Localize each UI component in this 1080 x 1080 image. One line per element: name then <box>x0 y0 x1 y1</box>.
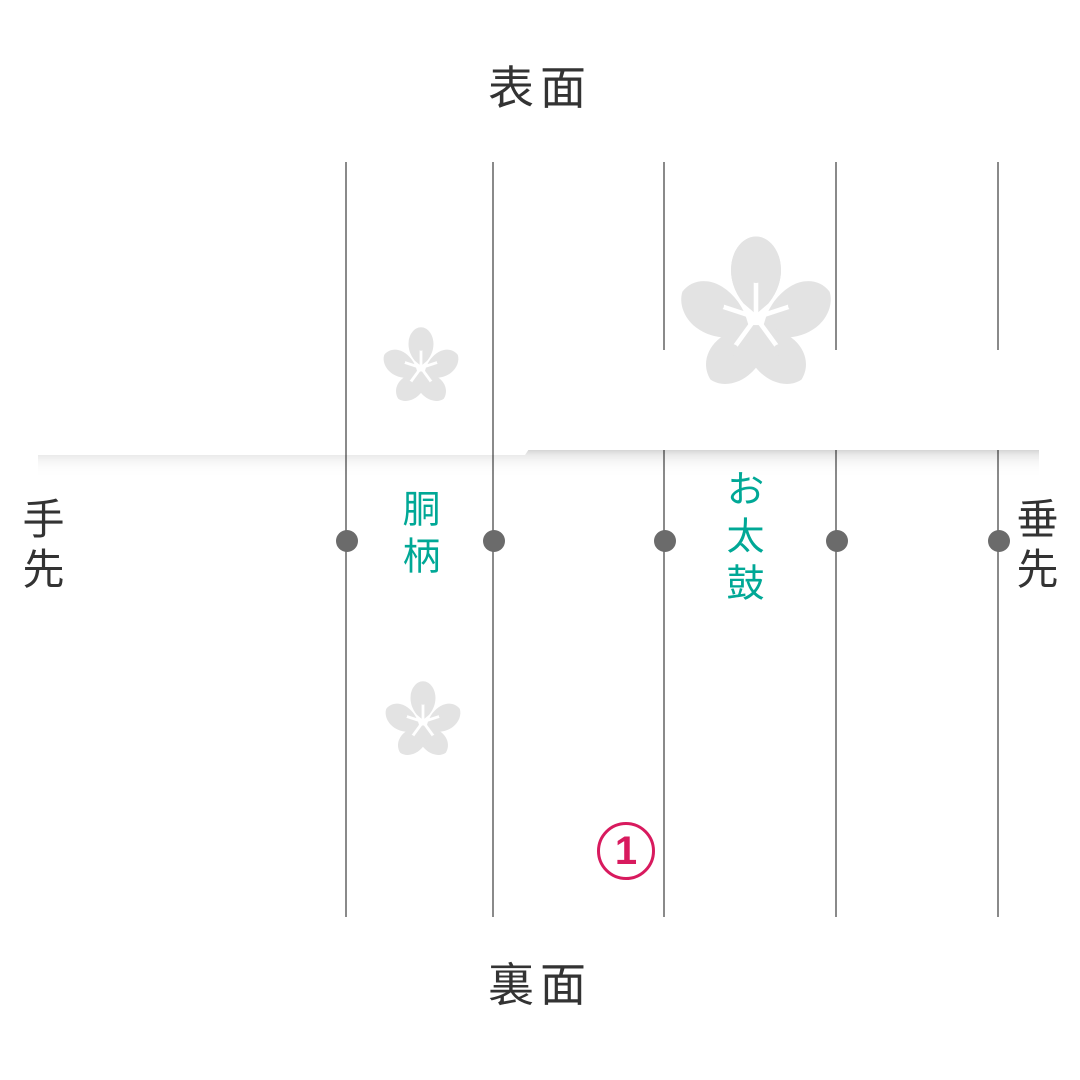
guide-dot-4 <box>826 530 848 552</box>
obi-panel-front <box>38 350 1039 450</box>
step-marker-1[interactable]: 1 <box>597 822 655 880</box>
guide-dot-1 <box>336 530 358 552</box>
guide-dot-2 <box>483 530 505 552</box>
label-dougara: 胴柄 <box>396 489 438 583</box>
obi-panel-back <box>0 620 1080 950</box>
sakura-blossom-icon <box>681 236 831 384</box>
caption-front-side: 表面 <box>488 63 592 114</box>
guide-dot-5 <box>988 530 1010 552</box>
label-otaiko: お太鼓 <box>720 469 762 610</box>
caption-back-side: 裏面 <box>488 960 592 1011</box>
sakura-blossom-icon <box>383 327 459 401</box>
label-tesaki: 手先 <box>16 497 62 597</box>
sakura-blossom-icon <box>385 681 461 755</box>
label-taresaki: 垂先 <box>1010 497 1056 597</box>
guide-dot-3 <box>654 530 676 552</box>
